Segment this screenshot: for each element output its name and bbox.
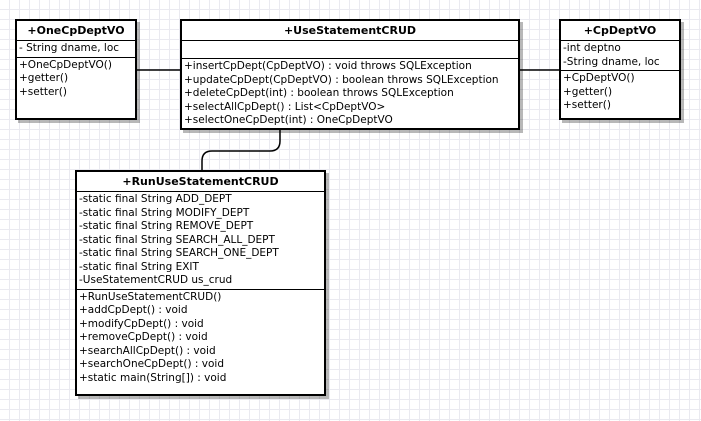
attributes-section (182, 41, 518, 59)
attribute: -int deptno (563, 42, 621, 54)
class-one-cp-dept-vo[interactable]: +OneCpDeptVO - String dname, loc +OneCpD… (15, 19, 137, 120)
operations-section: +RunUseStatementCRUD() +addCpDept() : vo… (77, 290, 324, 387)
class-run-use-statement-crud[interactable]: +RunUseStatementCRUD -static final Strin… (75, 170, 326, 396)
attribute: -static final String ADD_DEPT (79, 193, 232, 205)
attribute: -static final String SEARCH_ONE_DEPT (79, 247, 279, 259)
attributes-section: - String dname, loc (17, 41, 135, 58)
attribute: -static final String EXIT (79, 260, 199, 273)
operation: +searchAllCpDept() : void (79, 344, 216, 357)
operation: +setter() (563, 99, 611, 111)
operation: +addCpDept() : void (79, 304, 188, 316)
operations-section: +OneCpDeptVO() +getter() +setter() (17, 58, 135, 101)
operation: +CpDeptVO() (563, 72, 635, 84)
attributes-section: -static final String ADD_DEPT -static fi… (77, 192, 324, 290)
operation: +selectOneCpDept(int) : OneCpDeptVO (184, 114, 393, 126)
class-name: +UseStatementCRUD (182, 21, 518, 41)
class-name: +RunUseStatementCRUD (77, 172, 324, 192)
class-cp-dept-vo[interactable]: +CpDeptVO -int deptno -String dname, loc… (559, 19, 681, 120)
attribute: -String dname, loc (563, 55, 660, 68)
attribute: -static final String REMOVE_DEPT (79, 220, 254, 232)
operations-section: +insertCpDept(CpDeptVO) : void throws SQ… (182, 59, 518, 129)
operation: +RunUseStatementCRUD() (79, 290, 222, 303)
operation: +insertCpDept(CpDeptVO) : void throws SQ… (184, 60, 472, 72)
operation: +selectAllCpDept() : List<CpDeptVO> (184, 100, 386, 113)
class-use-statement-crud[interactable]: +UseStatementCRUD +insertCpDept(CpDeptVO… (180, 19, 520, 130)
operation: +searchOneCpDept() : void (79, 358, 225, 370)
operation: +OneCpDeptVO() (19, 58, 112, 71)
operation: +removeCpDept() : void (79, 331, 208, 343)
operation: +getter() (563, 85, 613, 98)
operation: +deleteCpDept(int) : boolean throws SQLE… (184, 87, 454, 99)
attributes-section: -int deptno -String dname, loc (561, 41, 679, 71)
operation: +getter() (19, 72, 69, 84)
attribute: -UseStatementCRUD us_crud (79, 274, 233, 286)
operations-section: +CpDeptVO() +getter() +setter() (561, 71, 679, 114)
operation: +static main(String[]) : void (79, 371, 227, 384)
attribute: -static final String MODIFY_DEPT (79, 206, 250, 219)
link-usestatementcrud-runusestatementcrud (201, 130, 281, 171)
class-name: +OneCpDeptVO (17, 21, 135, 41)
operation: +updateCpDept(CpDeptVO) : boolean throws… (184, 73, 499, 86)
class-name: +CpDeptVO (561, 21, 679, 41)
operation: +modifyCpDept() : void (79, 317, 204, 330)
attribute: -static final String SEARCH_ALL_DEPT (79, 233, 275, 246)
operation: +setter() (19, 85, 67, 98)
attribute: - String dname, loc (19, 42, 120, 54)
